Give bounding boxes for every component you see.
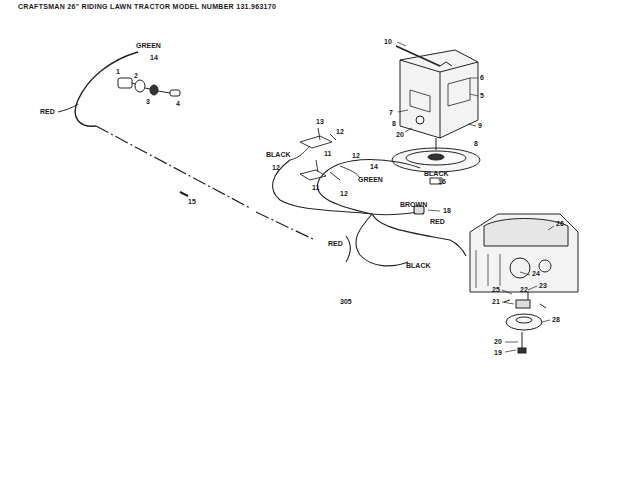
callout-number: 11 bbox=[312, 184, 319, 191]
callout-number: 28 bbox=[552, 316, 560, 323]
callout-number: 3 bbox=[146, 98, 150, 105]
callout-number: 10 bbox=[384, 38, 392, 45]
wire-color-label: RED bbox=[40, 108, 55, 115]
callout-number: 8 bbox=[474, 140, 478, 147]
callout-number: 13 bbox=[316, 118, 324, 125]
wire-harness bbox=[75, 52, 138, 126]
callout-number: 25 bbox=[492, 286, 500, 293]
callout-number: 14 bbox=[150, 54, 158, 61]
wire-color-label: BLACK bbox=[406, 262, 431, 269]
wiring bbox=[273, 160, 466, 266]
callout-number: 24 bbox=[532, 270, 540, 277]
callout-number: 12 bbox=[336, 128, 344, 135]
callout-number: 20 bbox=[396, 131, 404, 138]
callout-number: 26 bbox=[556, 220, 564, 227]
ignition-switch bbox=[118, 78, 180, 96]
callout-number: 12 bbox=[272, 164, 280, 171]
callout-number: 20 bbox=[494, 338, 502, 345]
callout-number: 22 bbox=[520, 286, 528, 293]
callout-number: 4 bbox=[176, 100, 180, 107]
wire-color-label: BLACK bbox=[424, 170, 449, 177]
callout-number: 12 bbox=[340, 190, 348, 197]
wire-color-label: BROWN bbox=[400, 201, 427, 208]
callout-number: 18 bbox=[443, 207, 451, 214]
callout-number: 23 bbox=[539, 282, 547, 289]
callout-number: 15 bbox=[188, 198, 196, 205]
leader-lines bbox=[397, 42, 554, 352]
callout-number: 1 bbox=[116, 68, 120, 75]
callout-number: 21 bbox=[492, 298, 500, 305]
callout-number: 5 bbox=[480, 92, 484, 99]
wire-color-label: GREEN bbox=[136, 42, 161, 49]
wire-color-label: RED bbox=[430, 218, 445, 225]
wire-color-label: RED bbox=[328, 240, 343, 247]
wire bbox=[58, 104, 78, 112]
callout-number: 11 bbox=[324, 150, 331, 157]
engine bbox=[470, 214, 578, 353]
wire-color-label: BLACK bbox=[266, 151, 291, 158]
callout-number: 7 bbox=[389, 109, 393, 116]
callout-number: 9 bbox=[478, 122, 482, 129]
rod-clip bbox=[180, 192, 188, 196]
callout-number: 12 bbox=[352, 152, 360, 159]
callout-number: 16 bbox=[438, 178, 446, 185]
callout-number: 305 bbox=[340, 298, 352, 305]
callout-number: 14 bbox=[370, 163, 378, 170]
callout-number: 2 bbox=[134, 72, 138, 79]
diagram-title: CRAFTSMAN 26" RIDING LAWN TRACTOR MODEL … bbox=[18, 3, 276, 10]
wire-color-label: GREEN bbox=[358, 176, 383, 183]
callout-number: 19 bbox=[494, 349, 502, 356]
control-rod bbox=[96, 126, 315, 240]
callout-number: 6 bbox=[480, 74, 484, 81]
callout-number: 8 bbox=[392, 120, 396, 127]
